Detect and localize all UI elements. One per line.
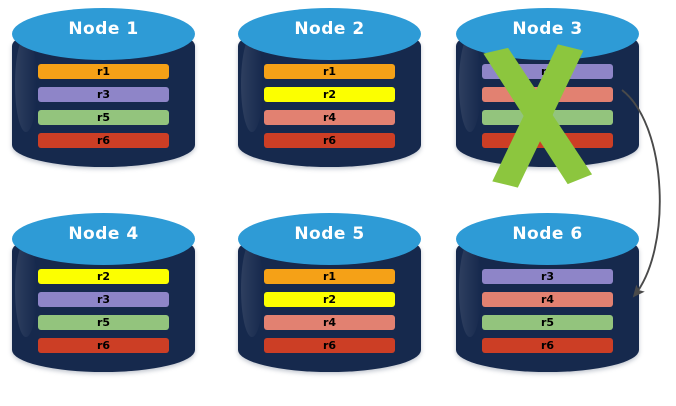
cylinder-top-disc [238, 213, 421, 265]
cylinder-top-disc [12, 8, 195, 60]
cylinder-top-disc [238, 8, 421, 60]
record-bar-r6[interactable]: r6 [482, 338, 613, 353]
node-title: Node 3 [512, 19, 583, 39]
record-list: r2 r3 r5 r6 [38, 269, 169, 353]
record-bar-r6[interactable]: r6 [264, 133, 395, 148]
node-title: Node 4 [68, 224, 139, 244]
cylinder-top-disc [456, 213, 639, 265]
node-title: Node 6 [512, 224, 583, 244]
record-list: r3 r4 r5 r6 [482, 64, 613, 148]
record-list: r1 r3 r5 r6 [38, 64, 169, 148]
record-list: r1 r2 r4 r6 [264, 269, 395, 353]
record-bar-r5[interactable]: r5 [38, 315, 169, 330]
record-bar-r1[interactable]: r1 [264, 269, 395, 284]
cylinder-top-disc [12, 213, 195, 265]
record-bar-r2[interactable]: r2 [264, 87, 395, 102]
record-bar-r6[interactable]: r6 [482, 133, 613, 148]
node-cylinder-3[interactable]: Node 3 r3 r4 r5 r6 [456, 8, 639, 188]
record-bar-r5[interactable]: r5 [482, 315, 613, 330]
record-bar-r3[interactable]: r3 [38, 87, 169, 102]
node-cylinder-6[interactable]: Node 6 r3 r4 r5 r6 [456, 213, 639, 388]
record-bar-r2[interactable]: r2 [38, 269, 169, 284]
record-bar-r5[interactable]: r5 [482, 110, 613, 125]
record-bar-r4[interactable]: r4 [264, 315, 395, 330]
node-title: Node 5 [294, 224, 365, 244]
record-bar-r6[interactable]: r6 [264, 338, 395, 353]
record-bar-r2[interactable]: r2 [264, 292, 395, 307]
record-bar-r1[interactable]: r1 [264, 64, 395, 79]
record-list: r1 r2 r4 r6 [264, 64, 395, 148]
record-bar-r1[interactable]: r1 [38, 64, 169, 79]
node-cylinder-1[interactable]: Node 1 r1 r3 r5 r6 [12, 8, 195, 183]
record-bar-r4[interactable]: r4 [482, 292, 613, 307]
node-cylinder-4[interactable]: Node 4 r2 r3 r5 r6 [12, 213, 195, 388]
node-cylinder-2[interactable]: Node 2 r1 r2 r4 r6 [238, 8, 421, 183]
record-bar-r4[interactable]: r4 [264, 110, 395, 125]
node-title: Node 2 [294, 19, 365, 39]
record-bar-r5[interactable]: r5 [38, 110, 169, 125]
node-cylinder-5[interactable]: Node 5 r1 r2 r4 r6 [238, 213, 421, 388]
record-bar-r6[interactable]: r6 [38, 133, 169, 148]
record-bar-r4[interactable]: r4 [482, 87, 613, 102]
record-bar-r3[interactable]: r3 [38, 292, 169, 307]
node-title: Node 1 [68, 19, 139, 39]
record-bar-r3[interactable]: r3 [482, 64, 613, 79]
record-bar-r6[interactable]: r6 [38, 338, 169, 353]
record-list: r3 r4 r5 r6 [482, 269, 613, 353]
record-bar-r3[interactable]: r3 [482, 269, 613, 284]
